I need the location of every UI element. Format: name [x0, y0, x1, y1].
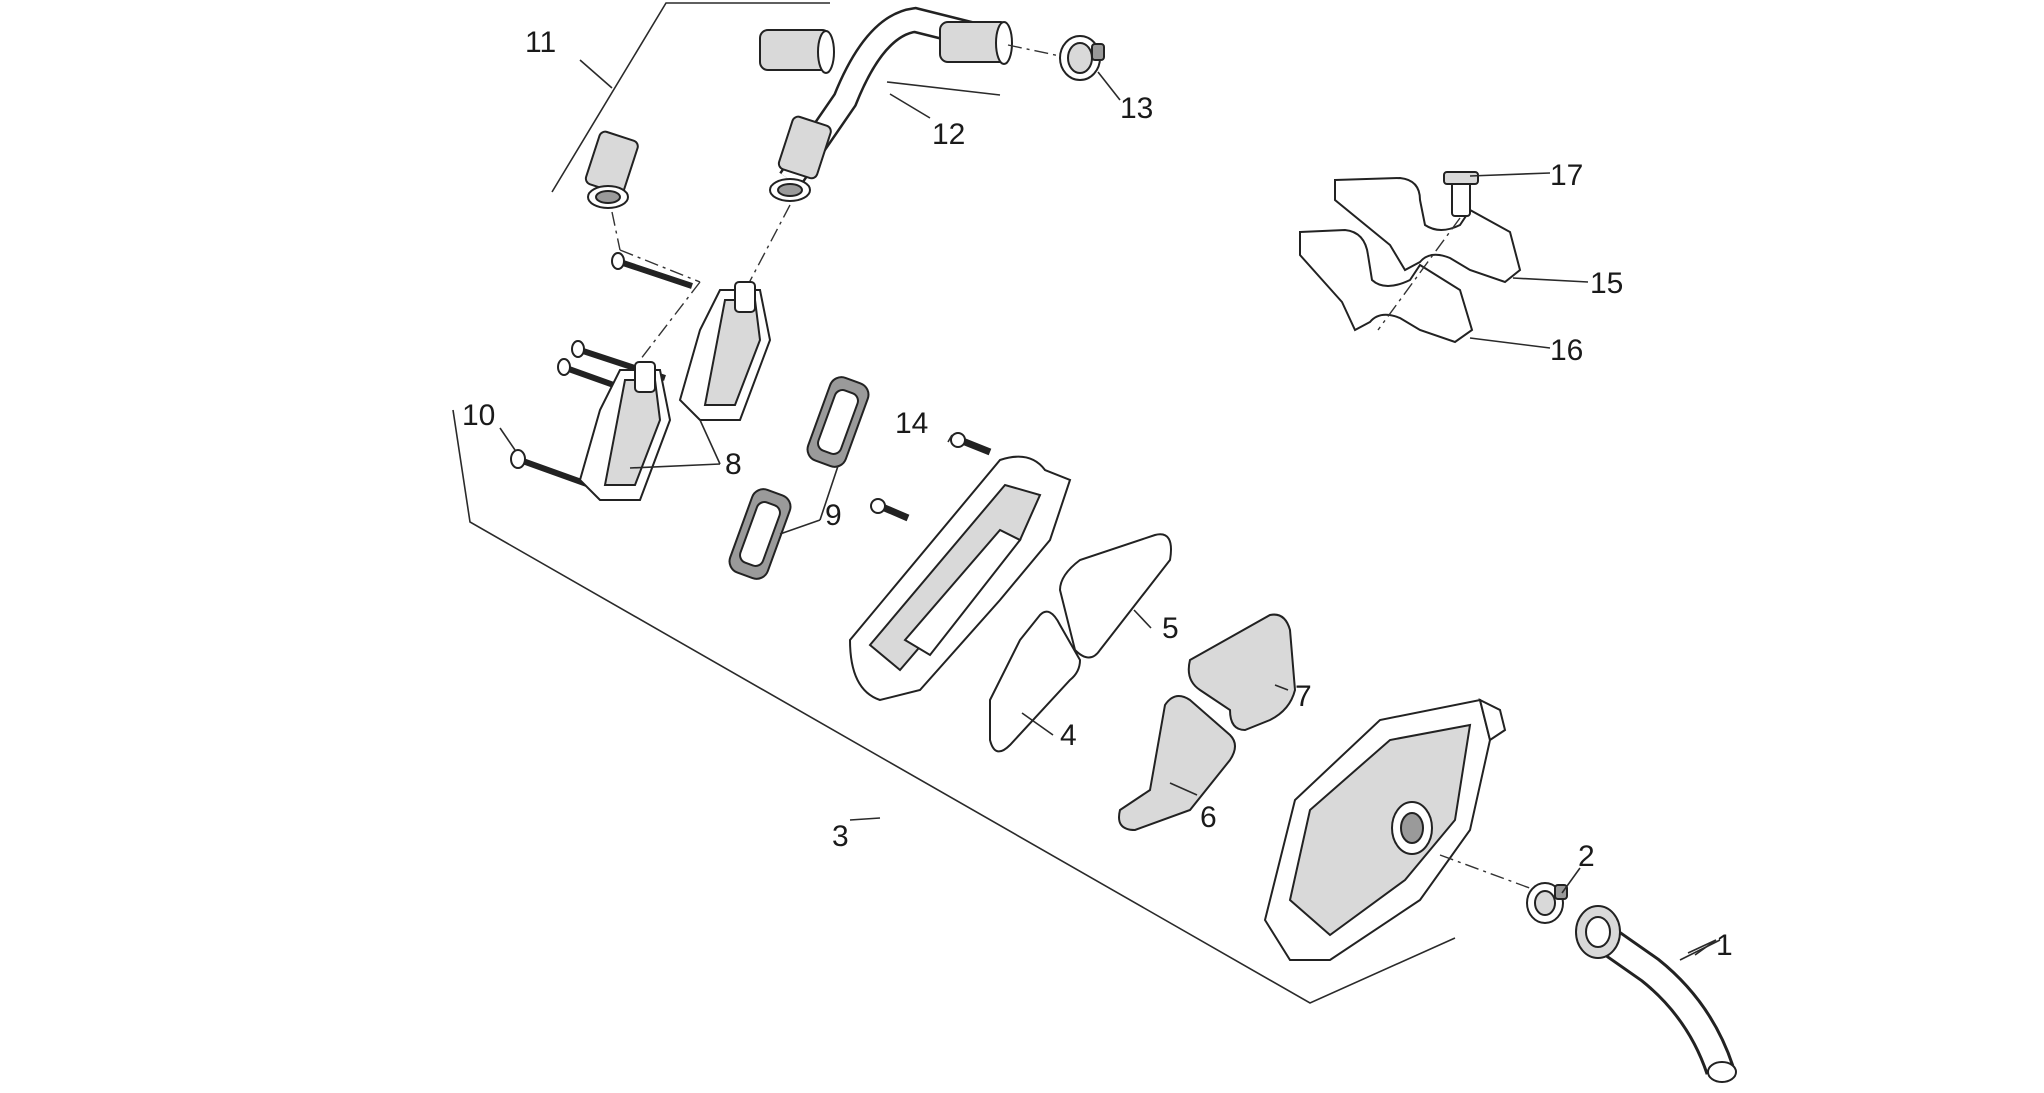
- callout-10: 10: [462, 399, 495, 432]
- clamp-2: [1526, 882, 1568, 924]
- axis-11c: [639, 281, 701, 361]
- callout-7: 7: [1295, 680, 1312, 713]
- callout-5: 5: [1162, 612, 1179, 645]
- airbox-cover-3: [848, 455, 1072, 702]
- axis-2: [1439, 854, 1536, 891]
- intake-duct-1: [1575, 905, 1737, 1083]
- callout-3: 3: [832, 820, 849, 853]
- callout-11: 11: [525, 26, 556, 59]
- screws-14: [870, 432, 992, 522]
- seal-4: [989, 610, 1082, 753]
- bracket-16: [1299, 228, 1474, 344]
- callout-8: 8: [725, 448, 742, 481]
- callout-12: 12: [932, 118, 965, 151]
- leader-lines: [499, 59, 1721, 961]
- airbox-housing: [1263, 698, 1507, 961]
- callout-1: 1: [1716, 929, 1733, 962]
- filter-element-6: [1118, 695, 1236, 832]
- callout-16: 16: [1550, 334, 1583, 367]
- callout-4: 4: [1060, 719, 1077, 752]
- reed-valve-8b: [578, 361, 672, 501]
- callout-9: 9: [825, 499, 842, 532]
- axis-11: [611, 211, 621, 251]
- axis-17: [1377, 217, 1461, 331]
- clamp-13: [1059, 35, 1105, 81]
- callout-13: 13: [1120, 92, 1153, 125]
- filter-element-7: [1187, 613, 1297, 732]
- pin-17: [1443, 171, 1479, 217]
- hose-11: [584, 24, 835, 209]
- hose-12: [769, 6, 1013, 202]
- callout-17: 17: [1550, 159, 1583, 192]
- axis-13: [1007, 44, 1061, 57]
- gasket-9b: [728, 488, 792, 580]
- group-bracket-3: [452, 409, 1456, 1004]
- callout-14: 14: [895, 407, 928, 440]
- gasket-9a: [806, 376, 870, 468]
- callout-15: 15: [1590, 267, 1623, 300]
- reed-valve-8a: [678, 281, 772, 421]
- group-bracket-11: [551, 2, 830, 193]
- callout-6: 6: [1200, 801, 1217, 834]
- bracket-15: [1334, 176, 1522, 284]
- seal-5: [1058, 533, 1172, 659]
- callout-2: 2: [1578, 840, 1595, 873]
- group-bracket-12: [886, 81, 1001, 96]
